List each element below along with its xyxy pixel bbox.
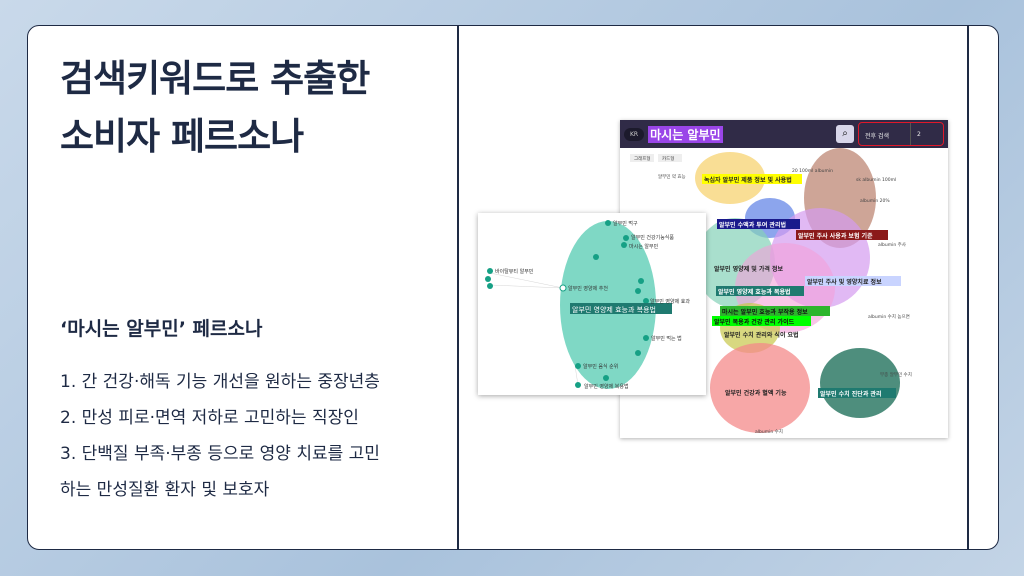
persona-item: 3. 단백질 부족·부종 등으로 영양 치료를 고민 — [60, 444, 380, 464]
cluster-graph: 그래프형 카드형 알부민 약 효능 녹십자 알부민 제품 정보 및 사용법 알부… — [630, 148, 912, 435]
cluster-label[interactable]: 알부민 건강과 혈액 기능 — [725, 389, 787, 397]
side-label: 알부민 약 효능 — [658, 173, 686, 180]
node-label[interactable]: albumin 20% — [860, 198, 890, 204]
divider — [457, 26, 459, 549]
persona-item: 1. 간 건강·해독 기능 개선을 원하는 중장년층 — [60, 372, 380, 392]
node-label[interactable]: 알부민 음식 순위 — [583, 363, 618, 370]
search-icon[interactable]: ⌕ — [836, 125, 854, 143]
node-label[interactable]: 알부민 먹구 — [613, 220, 638, 227]
node-label[interactable]: 마시는 알부민 — [629, 243, 659, 250]
node-label[interactable]: albumin 수치 높으면 — [868, 313, 910, 320]
persona-list: 1. 간 건강·해독 기능 개선을 원하는 중장년층 2. 만성 피로·면역 저… — [60, 364, 460, 508]
title-line: 소비자 페르소나 — [60, 115, 304, 158]
persona-item: 하는 만성질환 환자 및 보호자 — [60, 480, 270, 500]
cluster-label[interactable]: 마시는 알부민 효능과 부작용 정보 — [722, 308, 808, 316]
tab-card[interactable] — [658, 154, 682, 162]
tab-graph-label: 그래프형 — [634, 155, 651, 162]
persona-item: 2. 만성 피로·면역 저하로 고민하는 직장인 — [60, 408, 359, 428]
language-select[interactable]: KR — [624, 127, 645, 141]
cluster-label[interactable]: 녹십자 알부민 제품 정보 및 사용법 — [704, 176, 792, 184]
search-bar: KR 마시는 알부민 ⌕ 전후 검색 2 — [620, 120, 948, 148]
tab-card-label: 카드형 — [662, 155, 674, 162]
node-label[interactable]: 20 100ml albumin — [792, 168, 833, 174]
divider — [967, 26, 969, 549]
cluster-label[interactable]: 알부민 수치 진단과 관리 — [820, 390, 881, 398]
node-label[interactable]: 알부민 먹는 법 — [651, 335, 682, 342]
persona-heading: ‘마시는 알부민’ 페르소나 — [60, 318, 263, 340]
node-label[interactable]: 알부민 영양제 추천 — [568, 285, 608, 292]
node-label[interactable]: sk albumin 100ml — [856, 177, 896, 183]
cluster-label[interactable]: 알부민 수액과 투여 관리법 — [719, 221, 786, 229]
mode-select[interactable]: 전후 검색 — [859, 123, 911, 145]
cluster-label[interactable]: 알부민 영양제 효능과 복용법 — [718, 288, 791, 296]
cluster-label[interactable]: 알부민 주사 사용과 보험 기준 — [798, 232, 873, 240]
title-line: 검색키워드로 추출한 — [60, 57, 370, 100]
node-label[interactable]: 알부민 건강기능식품 — [631, 234, 674, 241]
search-input[interactable]: 마시는 알부민 — [648, 125, 723, 143]
node-label[interactable]: 부종 알부민 수치 — [880, 371, 912, 378]
inset-cluster-label[interactable]: 알부민 영양제 효능과 복용법 — [572, 305, 656, 314]
cluster-label[interactable]: 알부민 수치 관리와 식이 요법 — [724, 331, 799, 339]
depth-select[interactable]: 2 — [917, 131, 921, 138]
cluster-label[interactable]: 알부민 주사 및 영양치료 정보 — [807, 278, 882, 286]
cluster-detail-inset: 알부민 영양제 효능과 복용법 알부민 먹구 알부민 건강기능식품 마시는 알부… — [478, 213, 706, 395]
search-options: 전후 검색 2 — [858, 122, 944, 146]
node-label[interactable]: albumin 수치 — [755, 428, 783, 435]
node-label[interactable]: 알부민 영양제 효과 — [650, 298, 690, 305]
cluster-label[interactable]: 알부민 복용과 건강 관리 가이드 — [714, 318, 795, 326]
tab-graph[interactable] — [630, 154, 654, 162]
cluster-label[interactable]: 알부민 영양제 및 가격 정보 — [714, 265, 784, 273]
node-label[interactable]: 알부민 영양제 복용법 — [584, 383, 629, 390]
node-label[interactable]: 바이탈뷰티 알부민 — [495, 268, 534, 275]
node-label[interactable]: albumin 주사 — [878, 241, 907, 248]
